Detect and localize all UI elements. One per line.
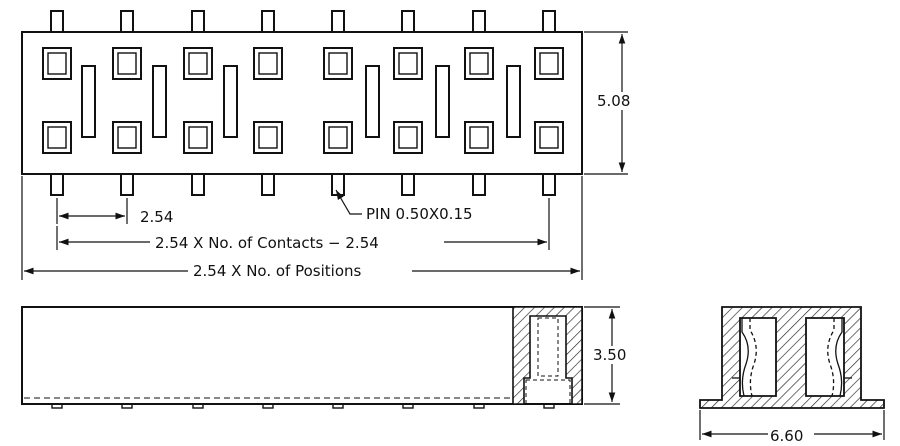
pitch-label: 2.54 [140, 208, 173, 226]
height-side-label: 3.50 [593, 346, 626, 364]
pin-lower [120, 173, 134, 196]
height-top-label: 5.08 [597, 92, 630, 110]
pin-lower [401, 173, 415, 196]
end-section-hatch [699, 306, 885, 409]
slot [223, 65, 238, 138]
pin-upper [472, 10, 486, 33]
contact-square-inner [117, 52, 137, 75]
side-contact-hidden [537, 317, 559, 377]
contact-square-inner [398, 52, 418, 75]
contact-square-inner [539, 52, 559, 75]
end-view [699, 306, 885, 409]
pin-lower [472, 173, 486, 196]
pin-lower [50, 173, 64, 196]
contact-square-inner [188, 126, 208, 149]
pin-lower [261, 173, 275, 196]
pin-label: PIN 0.50X0.15 [366, 205, 473, 223]
contact-square-inner [328, 52, 348, 75]
side-contact-foot [525, 379, 571, 405]
pin-upper [191, 10, 205, 33]
contact-square-inner [258, 126, 278, 149]
contact-square-inner [398, 126, 418, 149]
top-slots [81, 65, 521, 138]
top-pins-lower [50, 173, 556, 196]
slot [435, 65, 450, 138]
pin-upper [331, 10, 345, 33]
side-section-hatch [512, 306, 583, 405]
top-view-body [21, 31, 583, 175]
contact-square-inner [469, 52, 489, 75]
contact-square-inner [328, 126, 348, 149]
positions-label: 2.54 X No. of Positions [193, 262, 362, 280]
pin-lower [542, 173, 556, 196]
width-end-label: 6.60 [770, 427, 803, 445]
pin-lower [191, 173, 205, 196]
top-contact-squares [42, 47, 564, 154]
dim-pitch [56, 198, 128, 224]
end-contacts [732, 318, 852, 397]
pin-upper [401, 10, 415, 33]
contact-square-inner [47, 52, 67, 75]
pin-upper [261, 10, 275, 33]
top-view [21, 10, 583, 196]
side-view [21, 306, 583, 409]
contact-square-inner [117, 126, 137, 149]
contact-square-inner [258, 52, 278, 75]
contact-square-inner [539, 126, 559, 149]
slot [506, 65, 521, 138]
contacts-label: 2.54 X No. of Contacts − 2.54 [155, 234, 379, 252]
slot [365, 65, 380, 138]
pin-upper [542, 10, 556, 33]
pin-upper [50, 10, 64, 33]
pin-upper [120, 10, 134, 33]
side-view-body [21, 306, 583, 405]
top-pins-upper [50, 10, 556, 33]
pin-lower [331, 173, 345, 196]
contact-square-inner [469, 126, 489, 149]
contact-square-inner [188, 52, 208, 75]
slot [152, 65, 167, 138]
contact-square-inner [47, 126, 67, 149]
slot [81, 65, 96, 138]
pin-leader [335, 189, 362, 215]
